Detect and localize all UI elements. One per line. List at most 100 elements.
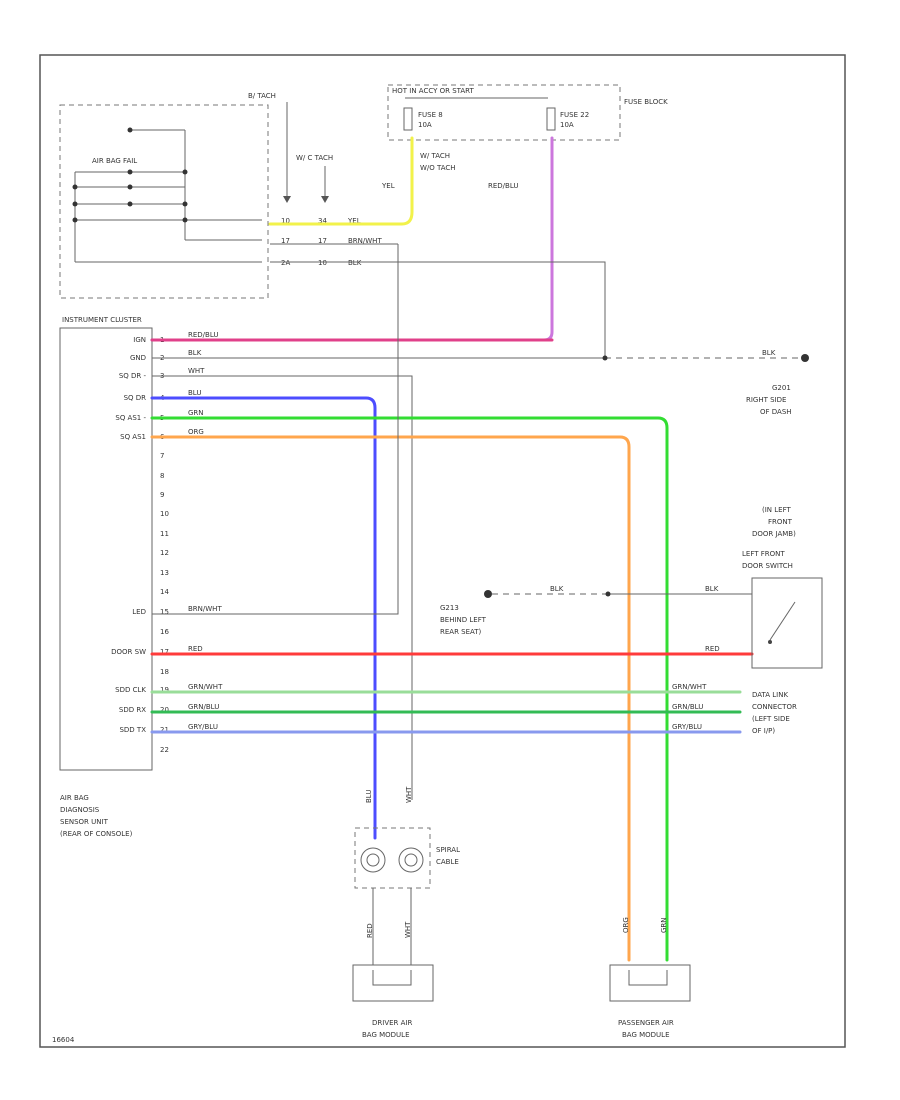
passenger-module-squib [628,970,668,986]
cluster-node-h [72,184,78,190]
spiral-wire-blu: BLU [365,790,373,803]
w-tach-label: W/ TACH [420,152,450,160]
fuse-block-label: FUSE BLOCK [624,98,668,106]
sensor-unit-box [59,327,153,771]
fuse-8-amp: 10A [418,121,432,129]
cluster-pin-17-mid: 17 [318,237,327,245]
yel-label: YEL [381,182,395,190]
driver-module-squib [372,970,412,986]
tach-b-arrowhead [283,196,291,203]
pin-number-14: 14 [160,588,169,596]
fuse-22-amp: 10A [560,121,574,129]
pin-name-21: SDD TX [119,726,146,734]
pin-number-18: 18 [160,668,169,676]
pin-number-7: 7 [160,452,164,460]
pin-number-11: 11 [160,530,169,538]
red-blu-label: RED/BLU [488,182,519,190]
pin-number-12: 12 [160,549,169,557]
driver-module-box [352,964,434,1002]
wire-label-blk-g213: BLK [550,585,564,593]
wire-label-grn-wht: GRN/WHT [188,683,223,691]
cluster-node-b [127,169,133,175]
ground-g213-label-1: G213 [440,604,459,612]
door-switch-label-1: LEFT FRONT [742,550,785,558]
wire-label-grn: GRN [188,409,204,417]
pin-number-21: 21 [160,726,169,734]
pin-name-1: IGN [133,336,146,344]
fuse-22-label: FUSE 22 [560,111,589,119]
ground-node-2 [605,591,611,597]
driver-module-label-2: BAG MODULE [362,1031,410,1039]
door-switch-label-2: DOOR SWITCH [742,562,793,570]
wire-label-wht: WHT [188,367,205,375]
cluster-pin-2a-num: 2A [281,259,290,267]
pin-number-13: 13 [160,569,169,577]
wire-label-blk: BLK [188,349,202,357]
wire-pin3-wht [152,375,413,800]
fuse-8-label: FUSE 8 [418,111,443,119]
spiral-coil-left [360,847,386,873]
pin-name-4: SQ DR [124,394,147,402]
spiral-coil-right [398,847,424,873]
ground-node-1 [602,355,608,361]
dlc-label-1: DATA LINK [752,691,788,699]
pin-name-17: DOOR SW [111,648,146,656]
pin-number-9: 9 [160,491,164,499]
pin-name-3: SQ DR - [119,372,147,380]
tach-w-arrowhead [321,196,329,203]
ground-g201-label-3: OF DASH [760,408,792,416]
cluster-node-a [127,127,133,133]
door-jamb-label-2: FRONT [768,518,793,526]
wire-label-red-switch: RED [705,645,720,653]
passenger-module-label-2: BAG MODULE [622,1031,670,1039]
cluster-pin-2a-mid: 10 [318,259,327,267]
door-jamb-label-1: (IN LEFT [762,506,791,514]
ground-g201-label-2: RIGHT SIDE [746,396,786,404]
dlc-label-3: (LEFT SIDE [752,715,790,723]
pin-number-15: 15 [160,608,169,616]
door-switch-box [751,577,823,669]
wire-label-gry-blu: GRY/BLU [188,723,218,731]
spiral-coil-right-inner [404,853,418,867]
fuse-22-symbol [546,107,556,131]
pin-name-20: SDD RX [119,706,146,714]
tach-b-label: B/ TACH [248,92,276,100]
module-name-3: SENSOR UNIT [60,818,109,826]
module-name-2: DIAGNOSIS [60,806,100,814]
wire-pin4-blu [150,396,377,840]
reference-number: 16604 [52,1036,75,1044]
pin-number-8: 8 [160,472,164,480]
pin-number-17: 17 [160,648,169,656]
module-name-4: (REAR OF CONSOLE) [60,830,133,838]
module-name-1: AIR BAG [60,794,89,802]
cluster-outline [59,104,269,299]
wire-label-grn-blu: GRN/BLU [188,703,219,711]
passenger-module-label-1: PASSENGER AIR [618,1019,674,1027]
door-switch-contact [769,601,796,641]
cluster-node-f [182,201,188,207]
pin-name-6: SQ AS1 [120,433,146,441]
dlc-wire-1: GRN/WHT [672,683,707,691]
dlc-label-2: CONNECTOR [752,703,797,711]
pin-name-2: GND [130,354,146,362]
cluster-node-j [72,217,78,223]
wire-pin5-grn [150,416,669,962]
connector-title: INSTRUMENT CLUSTER [62,316,142,324]
ground-g213-label-3: REAR SEAT) [440,628,482,636]
drv-wire-right-label: WHT [404,921,412,938]
dlc-label-4: OF I/P) [752,727,775,735]
wire-pin15-brn-wht [152,244,399,615]
pin-name-15: LED [132,608,146,616]
pin-name-19: SDD CLK [115,686,146,694]
cluster-pin-17-num: 17 [281,237,290,245]
cluster-node-c [127,184,133,190]
air-bag-fail-label: AIR BAG FAIL [92,157,137,165]
wo-tach-label: W/O TACH [420,164,456,172]
wire-yel [268,136,414,226]
ground-g213-label-2: BEHIND LEFT [440,616,487,624]
fuse-header: HOT IN ACCY OR START [392,87,475,95]
spiral-label-1: SPIRAL [436,846,460,854]
dlc-wire-2: GRN/BLU [672,703,703,711]
drv-wire-left-label: RED [366,923,374,938]
